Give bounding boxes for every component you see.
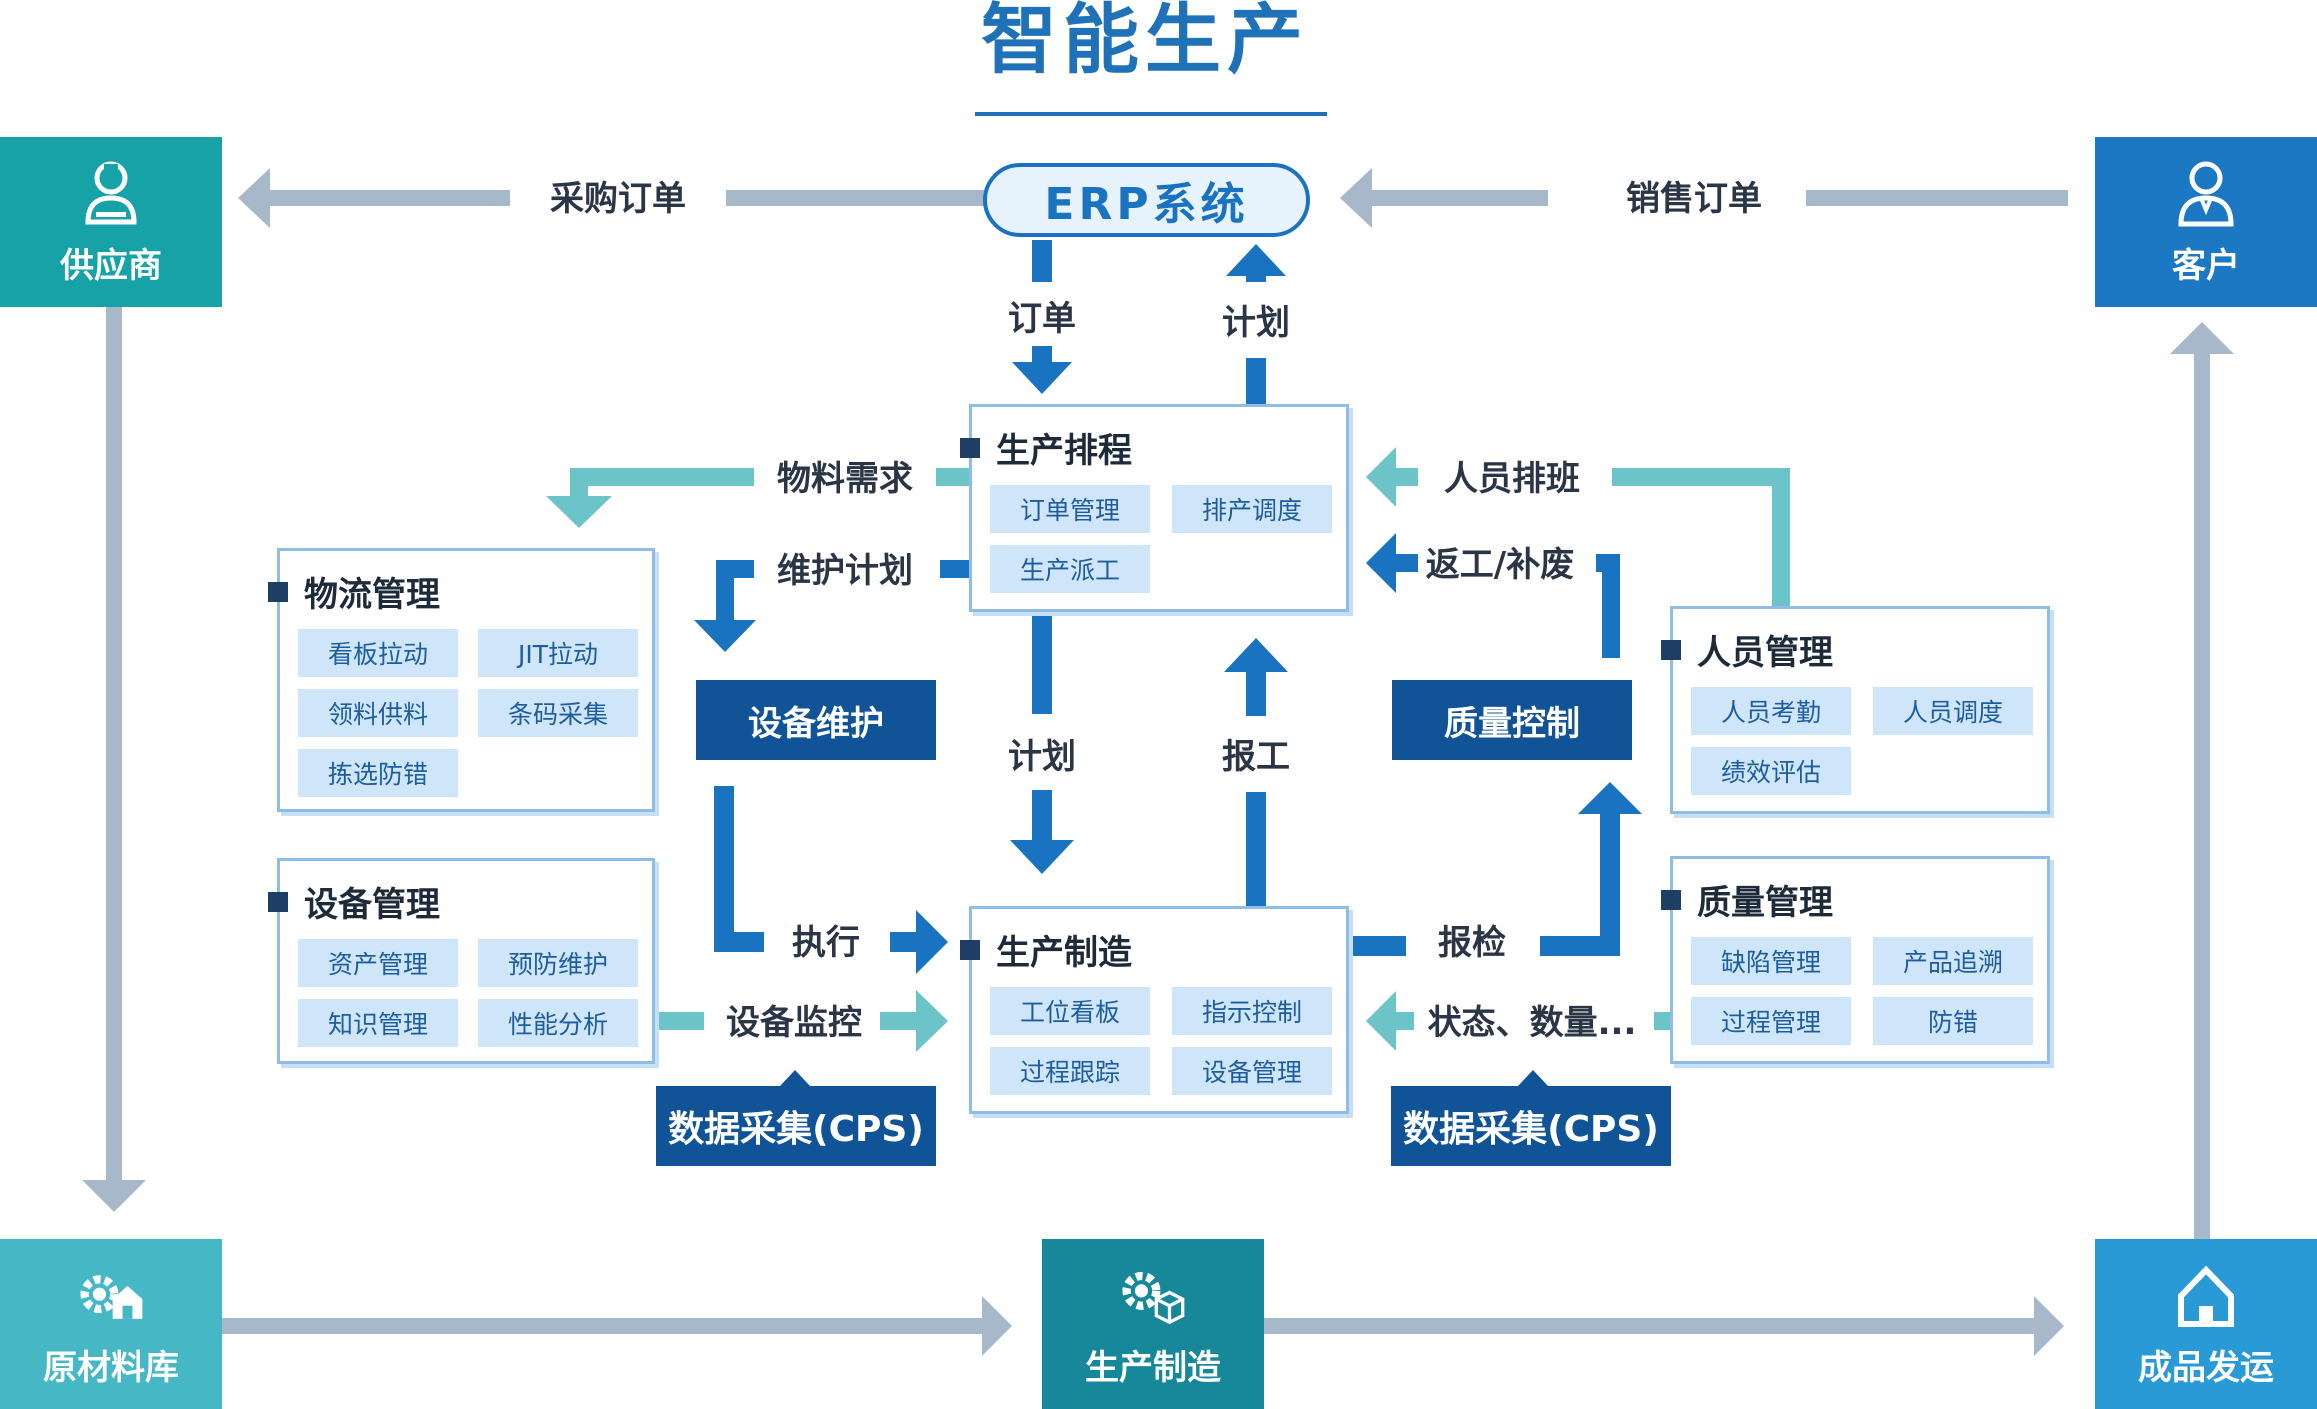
scheduling-panel: 生产排程 订单管理 排产调度 生产派工	[960, 404, 1349, 612]
raw-warehouse-label: 原材料库	[43, 1348, 179, 1388]
supplier-label: 供应商	[60, 246, 162, 286]
warehouse-gear-icon	[80, 1275, 143, 1319]
supplier-icon	[85, 161, 137, 225]
personnel-panel-title: 人员管理	[1661, 625, 1833, 674]
shipping-label: 成品发运	[2138, 1348, 2274, 1388]
label-maintenance-plan: 维护计划	[777, 551, 913, 591]
chip-asset-management: 资产管理	[298, 939, 458, 987]
chip-station-kanban: 工位看板	[990, 987, 1150, 1035]
chip-equipment-management: 设备管理	[1172, 1047, 1332, 1095]
label-rework: 返工/补废	[1426, 545, 1574, 585]
equipment-panel: 设备管理 资产管理 预防维护 知识管理 性能分析	[268, 858, 655, 1064]
label-staff-shift: 人员排班	[1444, 459, 1580, 499]
arrow-erp-to-supplier	[238, 168, 984, 228]
label-execute: 执行	[792, 923, 860, 963]
chip-order-management: 订单管理	[990, 485, 1150, 533]
arrow-material-demand	[546, 468, 970, 528]
arrow-staff-shift	[1366, 447, 1790, 608]
quality-panel: 质量管理 缺陷管理 产品追溯 过程管理 防错	[1661, 856, 2050, 1064]
chip-error-proofing: 防错	[1873, 997, 2033, 1045]
arrow-maintenance-plan	[694, 560, 970, 652]
logistics-panel-title: 物流管理	[268, 567, 440, 616]
chip-picking-error-proof: 拣选防错	[298, 749, 458, 797]
erp-system-node: ERP系统	[983, 163, 1310, 237]
label-order: 订单	[1008, 299, 1076, 339]
chip-instruction-control: 指示控制	[1172, 987, 1332, 1035]
customer-node: 客户	[2095, 137, 2317, 307]
label-inspection: 报检	[1438, 923, 1506, 963]
equipment-maintenance-box: 设备维护	[696, 680, 936, 760]
chip-material-supply: 领料供料	[298, 689, 458, 737]
label-sales-order: 销售订单	[1626, 179, 1762, 219]
label-plan-up: 计划	[1222, 303, 1290, 343]
logistics-panel: 物流管理 看板拉动 JIT拉动 领料供料 条码采集 拣选防错	[268, 548, 655, 812]
arrow-supplier-to-raw	[82, 306, 146, 1212]
chip-scheduling-dispatch: 排产调度	[1172, 485, 1332, 533]
cps-right-pointer	[1518, 1070, 1548, 1086]
arrow-raw-to-production	[222, 1296, 1012, 1356]
arrow-rework	[1366, 533, 1620, 658]
label-purchase-order: 采购订单	[550, 179, 686, 219]
chip-kanban-pull: 看板拉动	[298, 629, 458, 677]
chip-staff-dispatch: 人员调度	[1873, 687, 2033, 735]
raw-warehouse-node: 原材料库	[0, 1239, 222, 1409]
chip-attendance: 人员考勤	[1691, 687, 1851, 735]
quality-panel-title: 质量管理	[1661, 875, 1833, 924]
equipment-panel-title: 设备管理	[268, 877, 440, 926]
arrow-execute	[714, 786, 948, 974]
arrow-production-to-shipping	[1264, 1296, 2064, 1356]
cps-right-box: 数据采集(CPS)	[1391, 1086, 1671, 1166]
supplier-node: 供应商	[0, 137, 222, 307]
label-equipment-monitor: 设备监控	[726, 1003, 862, 1043]
personnel-panel: 人员管理 人员考勤 人员调度 绩效评估	[1661, 606, 2050, 814]
scheduling-panel-title: 生产排程	[960, 423, 1132, 472]
chip-jit-pull: JIT拉动	[478, 629, 638, 677]
arrow-equipment-monitor	[650, 990, 948, 1052]
chip-performance-analysis: 性能分析	[478, 999, 638, 1047]
arrow-customer-to-erp	[1340, 168, 2068, 228]
title-underline	[975, 112, 1327, 116]
home-icon	[2178, 1265, 2234, 1327]
shipping-node: 成品发运	[2095, 1239, 2317, 1409]
chip-process-management: 过程管理	[1691, 997, 1851, 1045]
chip-process-tracking: 过程跟踪	[990, 1047, 1150, 1095]
chip-product-traceability: 产品追溯	[1873, 937, 2033, 985]
production-label: 生产制造	[1085, 1348, 1221, 1388]
chip-preventive-maintenance: 预防维护	[478, 939, 638, 987]
arrow-erp-to-scheduling	[1012, 240, 1072, 394]
manufacturing-panel: 生产制造 工位看板 指示控制 过程跟踪 设备管理	[960, 906, 1349, 1114]
chip-knowledge-management: 知识管理	[298, 999, 458, 1047]
arrow-inspection	[1350, 782, 1642, 956]
chip-barcode-collection: 条码采集	[478, 689, 638, 737]
quality-control-box: 质量控制	[1392, 680, 1632, 760]
cps-left-pointer	[780, 1070, 810, 1086]
label-plan-down: 计划	[1008, 737, 1076, 777]
production-gear-box-icon	[1122, 1271, 1185, 1325]
label-material-demand: 物料需求	[777, 459, 913, 499]
label-report-work: 报工	[1222, 737, 1290, 777]
arrow-shipping-to-customer	[2170, 322, 2234, 1240]
manufacturing-panel-title: 生产制造	[960, 925, 1132, 974]
arrow-plan-down	[1010, 614, 1074, 874]
chip-production-dispatch: 生产派工	[990, 545, 1150, 593]
label-status-qty: 状态、数量...	[1428, 1003, 1637, 1043]
page-title: 智能生产	[981, 0, 1309, 84]
chip-defect-management: 缺陷管理	[1691, 937, 1851, 985]
arrow-report-work	[1224, 638, 1288, 906]
production-node: 生产制造	[1042, 1239, 1264, 1409]
arrow-scheduling-to-erp	[1226, 244, 1286, 404]
customer-label: 客户	[2172, 246, 2240, 286]
customer-icon	[2178, 161, 2234, 227]
cps-left-box: 数据采集(CPS)	[656, 1086, 936, 1166]
chip-performance-evaluation: 绩效评估	[1691, 747, 1851, 795]
